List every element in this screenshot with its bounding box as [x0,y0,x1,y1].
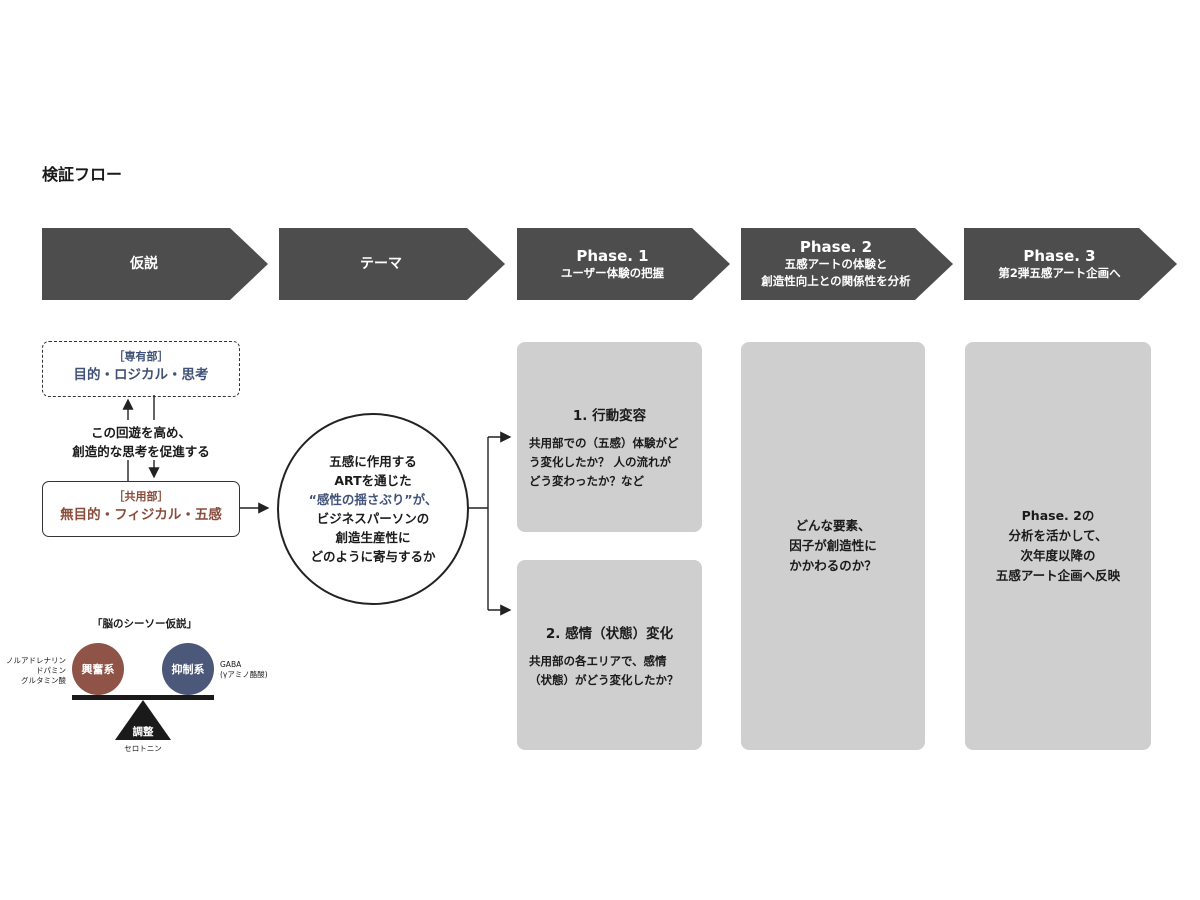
fulcrum-triangle [115,700,171,740]
page-title: 検証フロー [42,165,123,184]
body-line: （状態）がどう変化したか？ [529,673,679,687]
theme-circle: 五感に作用する ARTを通じた “感性の揺さぶり”が、 ビジネスパーソンの 創造… [277,413,469,605]
arrow-subtitle: 第2弾五感アート企画へ [998,265,1121,280]
arrow-title: Phase. 2 [799,238,873,256]
body-line: う変化したか？ 人の流れが [529,455,672,469]
box-line: どんな要素、 [795,518,871,533]
hypothesis-middle-text: この回遊を高め、 創造的な思考を促進する [42,423,240,461]
theme-highlight: “感性の揺さぶり”が、 [308,492,438,507]
note-line: GABA [220,660,242,669]
note-line: (γアミノ酪酸) [220,670,268,679]
seesaw-beam [72,695,214,700]
inhibit-notes: GABA (γアミノ酪酸) [220,660,268,680]
arrow-subtitle: 創造性向上との関係性を分析 [761,274,911,288]
body-line: 共用部の各エリアで、感情 [529,654,667,668]
common-area-main: 無目的・フィジカル・五感 [60,507,222,523]
excite-notes: ノルアドレナリン ドパミン グルタミン酸 [6,656,66,686]
phase2-box: どんな要素、 因子が創造性に かかわるのか？ [741,342,925,750]
box-body: 共用部の各エリアで、感情 （状態）がどう変化したか？ [529,652,702,690]
phase3-box: Phase. 2の 分析を活かして、 次年度以降の 五感アート企画へ反映 [965,342,1151,750]
theme-line: 創造生産性に [335,530,411,545]
body-line: 共用部での（五感）体験がど [529,436,679,450]
excite-label: 興奮系 [81,663,115,676]
arrow-title: テーマ [360,256,402,272]
theme-line: ビジネスパーソンの [316,511,430,526]
box-line: 分析を活かして、 [1008,528,1108,543]
arrow-hypothesis: 仮説 [42,228,268,300]
arrow-phase2: Phase. 2 五感アートの体験と 創造性向上との関係性を分析 [741,228,953,300]
body-line: どう変わったか？など [529,474,644,488]
inhibit-label: 抑制系 [171,663,205,676]
inhibit-ball: 抑制系 [162,643,214,695]
box-line: 因子が創造性に [789,538,877,553]
arrow-phase3: Phase. 3 第2弾五感アート企画へ [964,228,1177,300]
box-line: 五感アート企画へ反映 [995,568,1121,583]
box-title: 1. 行動変容 [572,408,647,424]
arrow-title: Phase. 3 [1023,246,1096,265]
arrow-theme: テーマ [279,228,505,300]
box-line: 次年度以降の [1020,548,1096,563]
arrow-title: 仮説 [130,256,158,272]
box-title: 2. 感情（状態）変化 [545,626,674,642]
common-area-box: ［共用部］ 無目的・フィジカル・五感 [42,481,240,537]
note-line: ノルアドレナリン [6,656,66,665]
theme-line: どのように寄与するか [310,549,436,564]
fulcrum-note: セロトニン [124,744,162,753]
excite-ball: 興奮系 [72,643,124,695]
middle-line: 創造的な思考を促進する [72,444,210,459]
exclusive-area-main: 目的・ロジカル・思考 [73,367,209,383]
arrow-subtitle: ユーザー体験の把握 [560,265,665,280]
note-line: グルタミン酸 [21,676,66,685]
box-line: かかわるのか？ [789,558,877,573]
box-body: 共用部での（五感）体験がど う変化したか？ 人の流れが どう変わったか？など [529,434,702,491]
arrow-phase1: Phase. 1 ユーザー体験の把握 [517,228,730,300]
middle-line: この回遊を高め、 [90,425,191,440]
theme-line: 五感に作用する [329,454,417,469]
phase1-box-emotion: 2. 感情（状態）変化 共用部の各エリアで、感情 （状態）がどう変化したか？ [517,560,702,750]
arrow-subtitle: 五感アートの体験と [784,257,888,271]
phase1-box-behavior: 1. 行動変容 共用部での（五感）体験がど う変化したか？ 人の流れが どう変わ… [517,342,702,532]
fulcrum-label: 調整 [132,726,154,738]
theme-line: ARTを通じた [334,473,412,488]
note-line: ドパミン [36,666,66,675]
common-area-label: ［共用部］ [113,490,169,503]
exclusive-area-label: ［専有部］ [113,350,169,363]
arrow-title: Phase. 1 [576,246,649,265]
exclusive-area-box: ［専有部］ 目的・ロジカル・思考 [42,341,240,397]
box-line: Phase. 2の [1021,508,1095,523]
seesaw-title: 「脳のシーソー仮説」 [92,618,197,630]
